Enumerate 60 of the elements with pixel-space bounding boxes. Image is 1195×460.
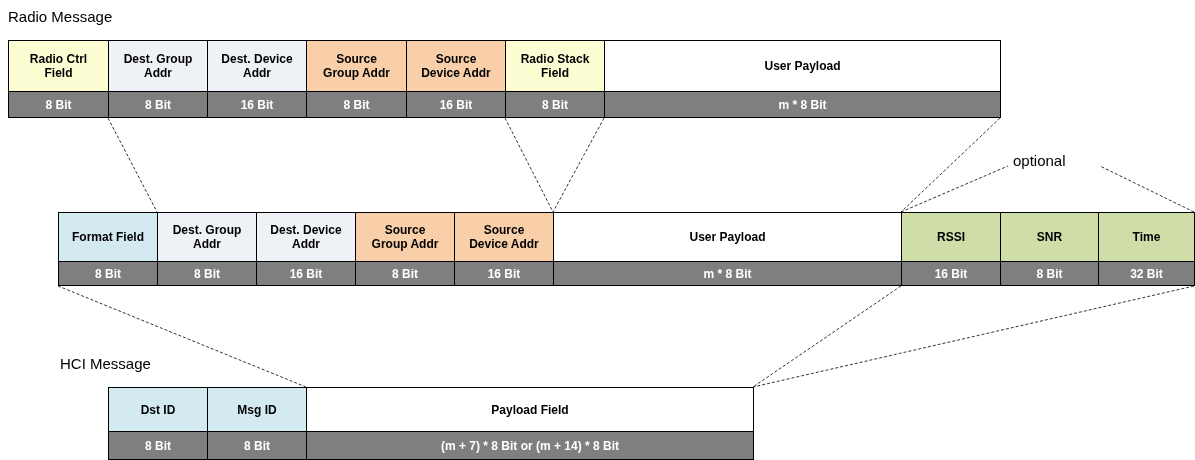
field-name: Source Device Addr bbox=[468, 222, 540, 253]
field-name: User Payload bbox=[688, 229, 767, 246]
bit-width-label: 8 Bit bbox=[1001, 261, 1098, 285]
field-name: Source Device Addr bbox=[420, 51, 492, 82]
packet-field bbox=[604, 40, 1001, 118]
field-name: Time bbox=[1131, 229, 1162, 246]
field-name: RSSI bbox=[936, 229, 966, 246]
field-name: Dest. Device Addr bbox=[220, 51, 294, 82]
field-name: Dest. Group Addr bbox=[171, 222, 243, 253]
packet-field bbox=[207, 40, 307, 118]
field-name: Dest. Group Addr bbox=[122, 51, 194, 82]
packet-field bbox=[355, 212, 455, 286]
field-name: Dest. Device Addr bbox=[269, 222, 343, 253]
packet-field bbox=[1098, 212, 1195, 286]
bit-width-label: 16 Bit bbox=[455, 261, 553, 285]
bit-width-label: 8 Bit bbox=[506, 91, 604, 117]
packet-field bbox=[1000, 212, 1099, 286]
bit-width-label: m * 8 Bit bbox=[554, 261, 901, 285]
bit-width-label: 32 Bit bbox=[1099, 261, 1194, 285]
packet-field bbox=[901, 212, 1001, 286]
bit-width-label: 8 Bit bbox=[208, 431, 306, 459]
bit-width-label: 8 Bit bbox=[158, 261, 256, 285]
packet-field bbox=[108, 40, 208, 118]
field-name: Source Group Addr bbox=[322, 51, 391, 82]
packet-field bbox=[256, 212, 356, 286]
bit-width-label: m * 8 Bit bbox=[605, 91, 1000, 117]
packet-field bbox=[157, 212, 257, 286]
field-name: SNR bbox=[1035, 229, 1064, 246]
field-name: Radio Ctrl Field bbox=[28, 51, 89, 82]
packet-field bbox=[108, 387, 208, 460]
packet-field bbox=[306, 387, 754, 460]
bit-width-label: 16 Bit bbox=[407, 91, 505, 117]
field-name: Msg ID bbox=[236, 401, 278, 419]
packet-field bbox=[58, 212, 158, 286]
bit-width-label: 8 Bit bbox=[356, 261, 454, 285]
field-name: Radio Stack Field bbox=[519, 51, 591, 82]
packet-field bbox=[306, 40, 407, 118]
bit-width-label: 16 Bit bbox=[257, 261, 355, 285]
field-name: Payload Field bbox=[490, 401, 570, 419]
bit-width-label: 16 Bit bbox=[902, 261, 1000, 285]
bit-width-label: 8 Bit bbox=[59, 261, 157, 285]
field-name: Format Field bbox=[71, 229, 145, 246]
packet-field bbox=[207, 387, 307, 460]
packet-field bbox=[406, 40, 506, 118]
bit-width-label: 8 Bit bbox=[9, 91, 108, 117]
field-name: Dst ID bbox=[139, 401, 177, 419]
bit-width-label: 8 Bit bbox=[109, 91, 207, 117]
packet-field bbox=[8, 40, 109, 118]
packet-field bbox=[505, 40, 605, 118]
packet-field bbox=[553, 212, 902, 286]
packet-field bbox=[454, 212, 554, 286]
section-title: HCI Message bbox=[60, 355, 151, 372]
field-name: Source Group Addr bbox=[370, 222, 440, 253]
section-title: Radio Message bbox=[8, 8, 113, 25]
bit-width-label: 16 Bit bbox=[208, 91, 306, 117]
optional-note: optional bbox=[1013, 152, 1066, 169]
bit-width-label: 8 Bit bbox=[307, 91, 406, 117]
bit-width-label: 8 Bit bbox=[109, 431, 207, 459]
bit-width-label: (m + 7) * 8 Bit or (m + 14) * 8 Bit bbox=[307, 431, 753, 459]
field-name: User Payload bbox=[763, 58, 842, 75]
